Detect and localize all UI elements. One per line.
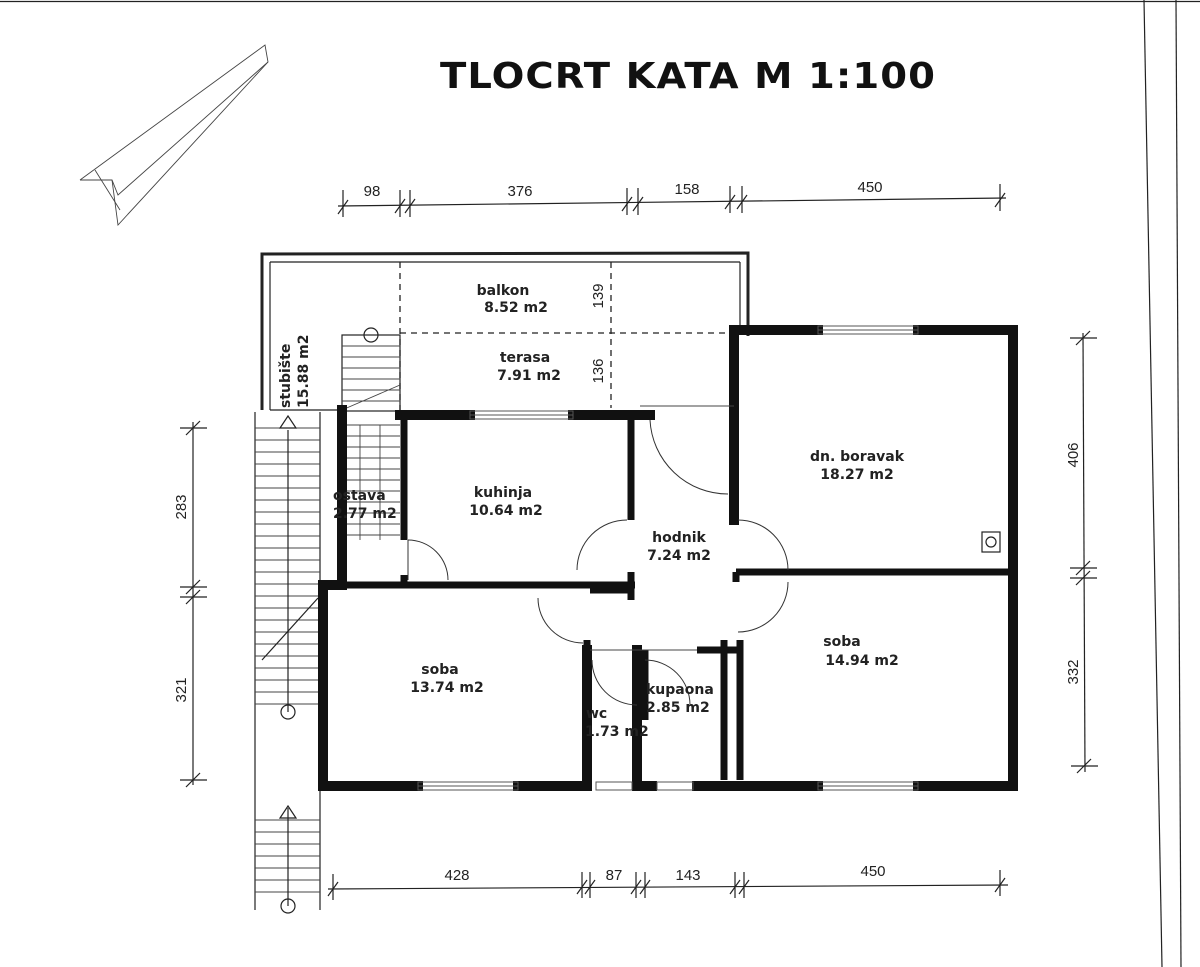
room-boravak-name: dn. boravak <box>810 449 905 465</box>
room-balkon-area: 8.52 m2 <box>484 300 548 316</box>
room-soba-right-name: soba <box>823 634 860 650</box>
dim-left-1: 283 <box>173 494 190 519</box>
room-wc-name: wc <box>586 706 607 722</box>
dim-top-2: 376 <box>507 183 532 200</box>
balcony-railing <box>260 251 750 411</box>
windows <box>417 325 919 791</box>
room-stubiste-area: 15.88 m2 <box>296 335 312 409</box>
dim-balcony-depth: 139 <box>590 283 607 308</box>
room-balkon-name: balkon <box>477 283 530 299</box>
room-soba-left-name: soba <box>421 662 458 678</box>
room-kuhinja-name: kuhinja <box>474 485 532 501</box>
room-kupaona-area: 2.85 m2 <box>646 700 710 716</box>
upper-staircase <box>341 327 401 412</box>
dim-top-3: 158 <box>674 181 699 198</box>
page-right-border-outer <box>1175 0 1182 967</box>
room-soba-right-area: 14.94 m2 <box>825 653 899 669</box>
dim-bottom-1: 428 <box>444 867 469 884</box>
room-soba-left-area: 13.74 m2 <box>410 680 484 696</box>
interior-walls <box>342 418 1010 780</box>
room-boravak-area: 18.27 m2 <box>820 467 894 483</box>
top-dimension-line <box>337 184 1007 217</box>
chimney-icon <box>981 531 1001 553</box>
dim-top-1: 98 <box>364 183 381 200</box>
doors <box>407 405 789 706</box>
ostava-hatch <box>342 424 400 540</box>
room-terasa-area: 7.91 m2 <box>497 368 561 384</box>
dim-bottom-3: 143 <box>675 867 700 884</box>
room-ostava-area: 2.77 m2 <box>333 506 397 522</box>
dim-bottom-2: 87 <box>606 867 623 884</box>
room-stubiste-name: stubište <box>278 344 294 408</box>
right-dimension-line <box>1070 330 1098 774</box>
dim-terrace-depth: 136 <box>590 358 607 383</box>
exterior-staircase <box>254 412 321 914</box>
room-hodnik-area: 7.24 m2 <box>647 548 711 564</box>
roof-sketch-icon <box>79 44 269 227</box>
room-terasa-name: terasa <box>500 350 550 366</box>
dim-right-1: 406 <box>1065 442 1082 467</box>
exterior-walls <box>318 325 1018 791</box>
room-kuhinja-area: 10.64 m2 <box>469 503 543 519</box>
page-right-border-inner <box>1143 0 1163 967</box>
dim-top-4: 450 <box>857 179 882 196</box>
room-kupaona-name: kupaona <box>646 682 714 698</box>
dim-left-2: 321 <box>173 677 190 702</box>
room-ostava-name: ostava <box>333 488 386 504</box>
dim-bottom-4: 450 <box>860 863 885 880</box>
bottom-dimension-line <box>327 870 1009 900</box>
room-wc-area: 1.73 m2 <box>585 724 649 740</box>
room-hodnik-name: hodnik <box>652 530 706 546</box>
dim-right-2: 332 <box>1065 659 1082 684</box>
plan-title: TLOCRT KATA M 1:100 <box>440 56 936 97</box>
left-dimension-line <box>180 420 207 788</box>
